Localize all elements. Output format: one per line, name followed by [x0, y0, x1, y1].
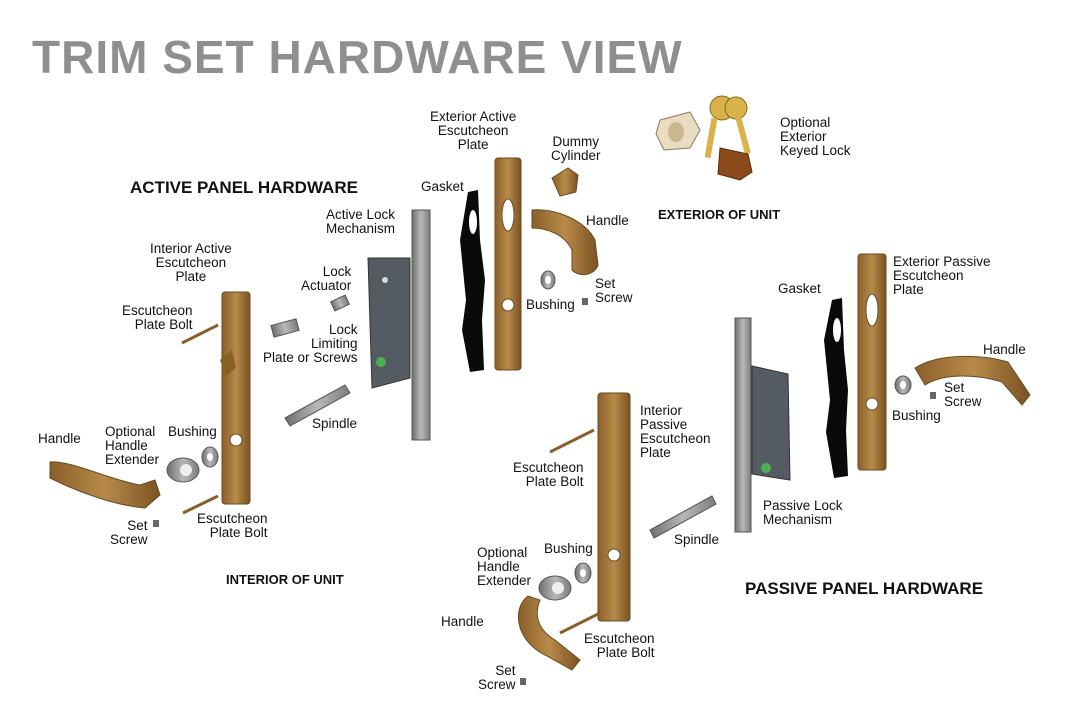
optional-handle-extender-passive	[538, 575, 572, 601]
set-screw-exterior-passive	[930, 392, 936, 399]
label-handle-exterior-passive: Handle	[983, 342, 1026, 357]
exterior-active-escutcheon-plate	[494, 157, 522, 371]
label-optional-keyed-lock: Optional Exterior Keyed Lock	[780, 115, 851, 158]
spindle-passive	[649, 495, 717, 539]
spindle-active	[284, 384, 351, 427]
set-screw-interior-passive	[520, 678, 526, 685]
handle-exterior-active	[531, 209, 599, 276]
label-set-screw-interior-active: Set Screw	[110, 518, 148, 547]
interior-passive-escutcheon-plate	[597, 392, 631, 622]
label-plate-bolt-active-top: Escutcheon Plate Bolt	[122, 303, 193, 332]
page-title: TRIM SET HARDWARE VIEW	[32, 31, 683, 83]
label-handle-interior-active: Handle	[38, 431, 81, 446]
interior-active-escutcheon-plate	[220, 291, 251, 505]
label-active-lock-mechanism: Active Lock Mechanism	[326, 207, 396, 236]
label-gasket-passive: Gasket	[778, 281, 821, 296]
handle-exterior-passive	[914, 355, 1031, 406]
section-passive-panel: PASSIVE PANEL HARDWARE	[745, 579, 984, 598]
lock-limiting-plate	[270, 318, 300, 338]
handle-interior-passive	[517, 595, 581, 671]
section-interior: INTERIOR OF UNIT	[226, 572, 344, 587]
escutcheon-plate-bolt-passive-top	[549, 428, 595, 454]
label-set-screw-interior-passive: Set Screw	[478, 663, 516, 692]
label-bushing-interior-active: Bushing	[168, 424, 217, 439]
label-dummy-cylinder: Dummy Cylinder	[551, 134, 601, 163]
label-spindle-passive: Spindle	[674, 532, 720, 547]
label-plate-bolt-passive-top: Escutcheon Plate Bolt	[513, 460, 584, 489]
set-screw-exterior-active	[582, 298, 588, 305]
label-plate-bolt-active-bottom: Escutcheon Plate Bolt	[197, 511, 268, 540]
label-lock-actuator: Lock Actuator	[301, 264, 352, 293]
section-exterior: EXTERIOR OF UNIT	[658, 207, 781, 222]
dummy-cylinder	[551, 167, 579, 197]
label-spindle-active: Spindle	[312, 416, 358, 431]
label-gasket-active: Gasket	[421, 179, 464, 194]
label-optional-handle-extender-passive: Optional Handle Extender	[477, 545, 532, 588]
label-handle-interior-passive: Handle	[441, 614, 484, 629]
gasket-passive	[824, 298, 848, 478]
bushing-exterior-passive	[894, 375, 912, 395]
passive-lock-mechanism	[734, 317, 791, 533]
optional-handle-extender-active	[166, 457, 200, 483]
lock-actuator	[329, 294, 351, 312]
escutcheon-plate-bolt-active-bottom	[182, 494, 219, 515]
gasket-active	[460, 190, 485, 372]
escutcheon-plate-bolt-passive-bottom	[559, 612, 599, 635]
label-lock-limiting-plate: Lock Limiting Plate or Screws	[263, 322, 358, 365]
section-active-panel: ACTIVE PANEL HARDWARE	[130, 178, 358, 197]
label-handle-exterior-active: Handle	[586, 213, 629, 228]
bushing-interior-passive	[574, 562, 592, 584]
exterior-passive-escutcheon-plate	[857, 253, 887, 471]
label-exterior-active-escutcheon-plate: Exterior Active Escutcheon Plate	[430, 109, 517, 152]
label-set-screw-exterior-passive: Set Screw	[944, 380, 982, 409]
label-set-screw-exterior-active: Set Screw	[595, 276, 633, 305]
label-passive-lock-mechanism: Passive Lock Mechanism	[763, 498, 843, 527]
set-screw-interior-active	[153, 520, 159, 527]
label-exterior-passive-escutcheon-plate: Exterior Passive Escutcheon Plate	[893, 254, 991, 297]
active-lock-mechanism	[367, 209, 431, 441]
label-plate-bolt-passive-bottom: Escutcheon Plate Bolt	[584, 631, 655, 660]
escutcheon-plate-bolt-active-top	[181, 323, 219, 345]
label-bushing-exterior-active: Bushing	[526, 297, 575, 312]
label-bushing-exterior-passive: Bushing	[892, 408, 941, 423]
label-optional-handle-extender-active: Optional Handle Extender	[105, 424, 160, 467]
handle-interior-active	[49, 461, 161, 509]
bushing-interior-active	[201, 446, 219, 468]
label-interior-passive-escutcheon-plate: Interior Passive Escutcheon Plate	[640, 403, 711, 460]
label-bushing-interior-passive: Bushing	[544, 541, 593, 556]
bushing-exterior-active	[540, 270, 556, 290]
label-interior-active-escutcheon-plate: Interior Active Escutcheon Plate	[150, 241, 232, 284]
optional-keyed-lock	[655, 95, 753, 181]
